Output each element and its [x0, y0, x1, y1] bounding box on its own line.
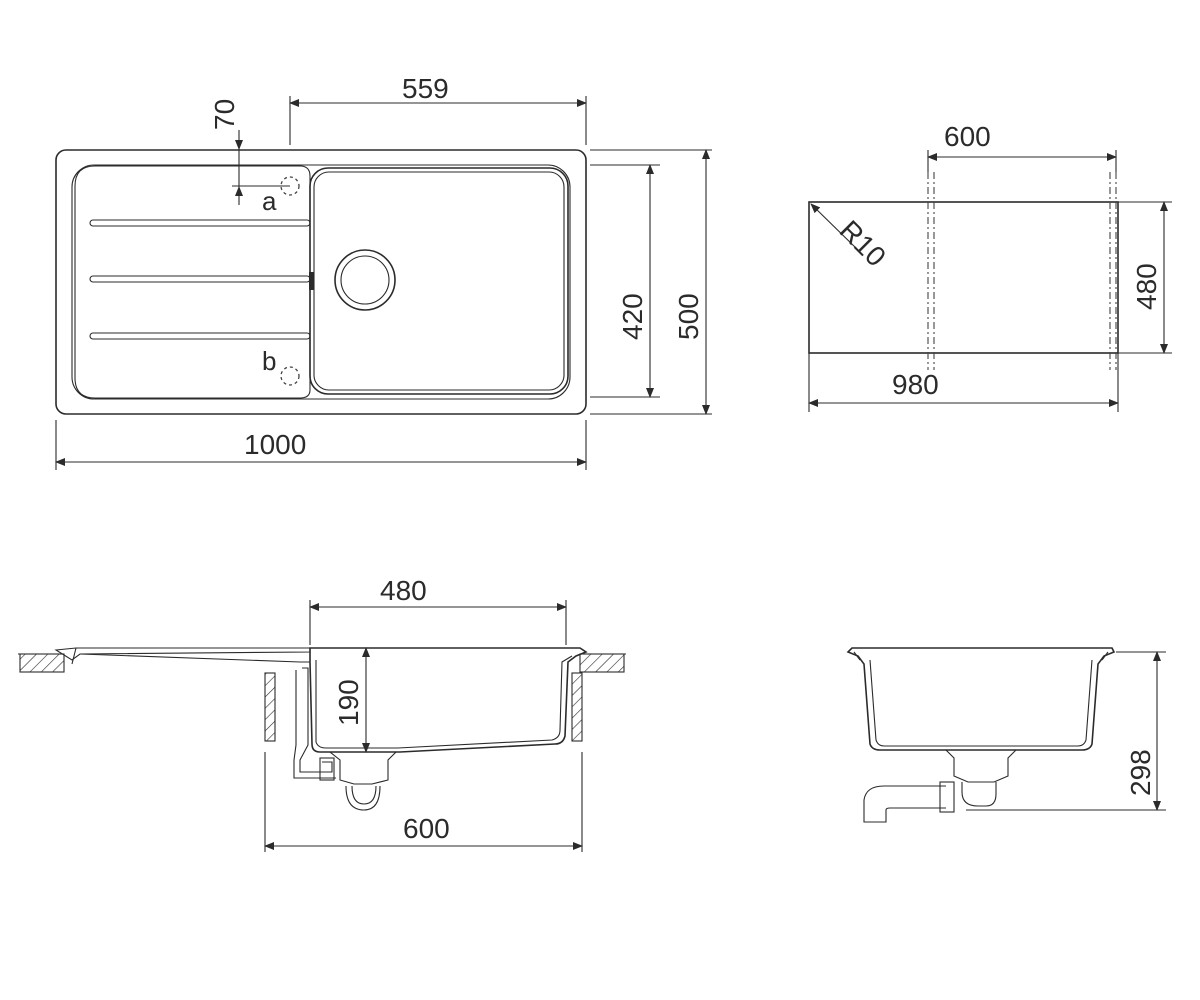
dim-cutout-height: 480 [1131, 263, 1162, 310]
countertop-left [19, 653, 65, 673]
countertop-right [579, 653, 625, 673]
bowl-outline [309, 167, 569, 395]
dim-bowl-width: 559 [402, 73, 449, 104]
end-bowl-profile [846, 647, 1116, 751]
cutout-outline [808, 201, 1119, 354]
dim-cabinet: 600 [403, 813, 450, 844]
top-view: a b 70 559 1000 420 500 [55, 73, 712, 470]
drainer-groove [89, 219, 311, 227]
cutout-view: R10 600 480 980 [808, 121, 1172, 412]
end-waste-fitting [944, 749, 1018, 783]
dim-cutout-width: 980 [892, 369, 939, 400]
cabinet-wall-right [571, 672, 583, 742]
dim-side-bowl-width: 480 [380, 575, 427, 606]
overflow-slot [309, 272, 314, 290]
radius-leader [810, 203, 859, 251]
dim-width: 1000 [244, 429, 306, 460]
bowl-profile [309, 647, 588, 753]
dim-offset: 70 [209, 99, 240, 130]
dim-radius: R10 [834, 214, 892, 272]
drainer-area [74, 165, 311, 399]
cabinet-wall-left [264, 672, 276, 742]
drainer-groove [89, 275, 311, 283]
end-view: 298 [846, 647, 1166, 823]
tap-hole-a [280, 176, 300, 196]
tap-hole-b [280, 366, 300, 386]
dim-height: 500 [673, 293, 704, 340]
drain-inner [340, 255, 390, 305]
bowl-inner [313, 171, 565, 391]
label-a: a [262, 186, 277, 216]
label-b: b [262, 346, 276, 376]
side-view: 480 190 600 [18, 575, 626, 852]
dim-bowl-height: 420 [617, 293, 648, 340]
overflow-pipe [299, 667, 333, 773]
waste-fitting [328, 751, 398, 785]
dim-depth: 190 [333, 679, 364, 726]
drain-outer [334, 249, 396, 311]
sink-inner-outline [71, 164, 571, 400]
drainer-groove [89, 332, 311, 340]
end-drain-pipe [863, 785, 946, 823]
dim-inner: 600 [944, 121, 991, 152]
dim-total-depth: 298 [1125, 749, 1156, 796]
